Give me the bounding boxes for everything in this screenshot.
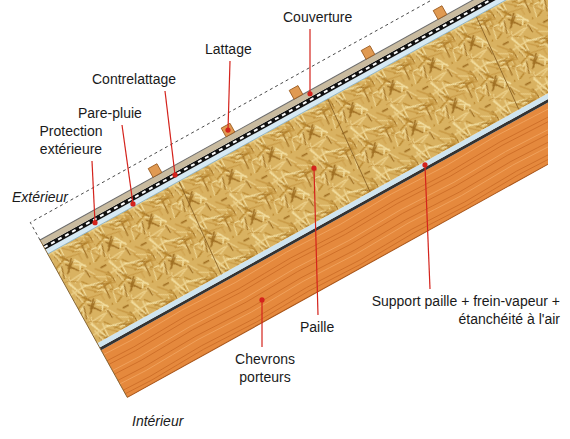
leader-dot: [311, 166, 316, 171]
protection-edge: [48, 0, 548, 254]
roof-covering: [40, 0, 548, 245]
leader-line: [228, 61, 230, 130]
batten: [433, 6, 447, 20]
part-label: Pare-pluie: [78, 104, 142, 122]
leader-line: [122, 125, 133, 204]
part-label: Contrelattage: [92, 70, 176, 88]
side-label: Intérieur: [132, 412, 183, 430]
exterior-protection: [45, 0, 548, 254]
leader-dot: [172, 172, 177, 177]
leader-dot: [259, 297, 264, 302]
section-cut: [40, 240, 127, 397]
leader-dot: [92, 220, 97, 225]
straw-bales: [48, 0, 548, 343]
leader-line: [425, 165, 430, 289]
leader-line: [92, 161, 95, 223]
counter-batten-strip: [43, 0, 548, 250]
bale-joint: [469, 16, 525, 109]
part-label: Paille: [300, 318, 334, 336]
bale-joint: [321, 99, 377, 192]
covering-edge: [40, 0, 548, 240]
leader-dot: [130, 201, 135, 206]
outline-dashed: [30, 0, 548, 240]
side-label: Extérieur: [12, 188, 68, 206]
part-label: Couverture: [283, 8, 352, 26]
leader-line: [314, 168, 318, 315]
part-label: Chevrons porteurs: [225, 350, 305, 386]
rain-screen: [44, 0, 548, 247]
leader-line: [165, 91, 175, 175]
part-label: Lattage: [205, 40, 252, 58]
leader-line: [261, 300, 262, 347]
batten: [289, 86, 303, 100]
roof-section: [30, 0, 548, 397]
part-label: Support paille + frein-vapeur + étanchéi…: [345, 292, 560, 328]
batten: [361, 46, 375, 60]
leader-dot: [225, 127, 230, 132]
leader-dot: [422, 162, 427, 167]
leader-line: [309, 29, 310, 94]
batten: [148, 164, 162, 178]
leader-dot: [307, 91, 312, 96]
bale-joint: [172, 181, 228, 274]
part-label: Protection extérieure: [28, 122, 114, 158]
